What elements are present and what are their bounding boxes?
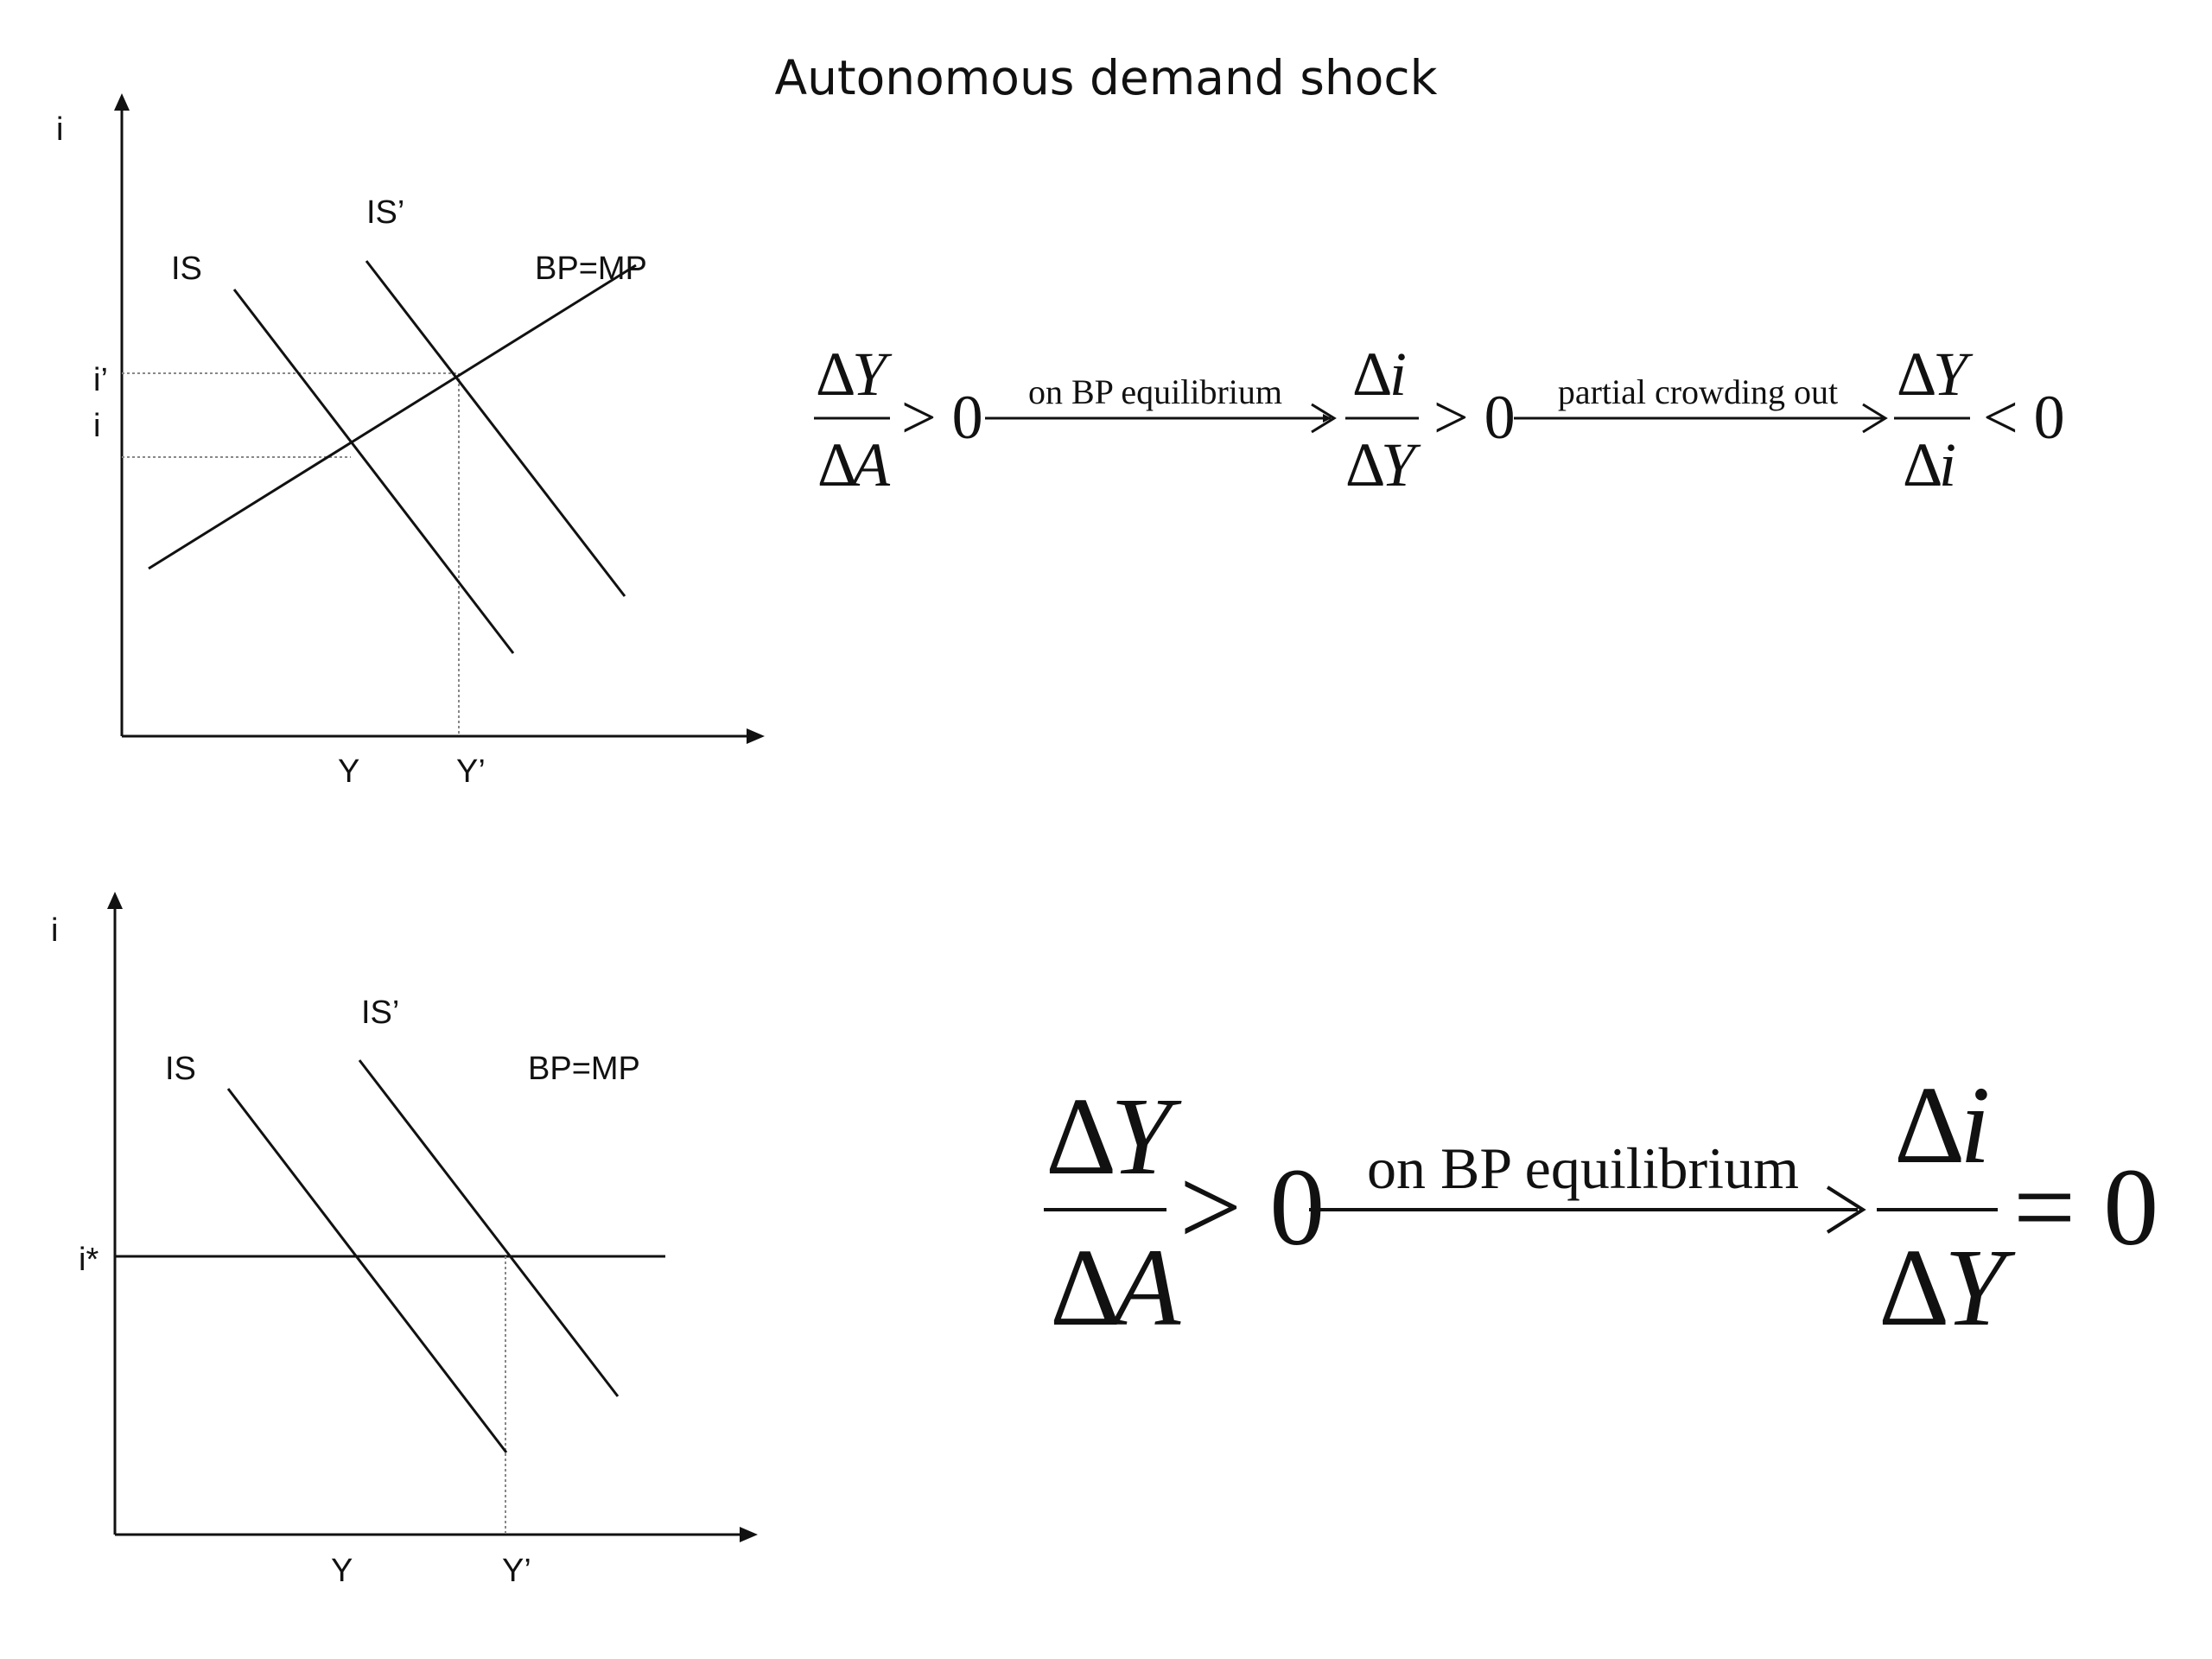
bottom-frac1-num: Y [1110,1075,1182,1198]
top-frac3-den: i [1939,430,1956,499]
top-arrow1-label: on BP equilibrium [1028,372,1282,411]
top-y-axis-label: i [56,111,63,148]
top-arrow1-head-icon [1311,403,1337,434]
top-diagram: i IS IS’ BP=MP i’ i Y Y’ [56,93,765,790]
top-bp-mp-curve [148,264,637,570]
top-y-axis-arrow-icon [114,93,130,111]
bottom-rel2: = 0 [2013,1146,2158,1268]
top-frac-di-dy: Δ i Δ Y [1345,340,1421,499]
bottom-y-axis-label: i [51,912,58,949]
top-is-label: IS [171,251,202,287]
top-is-curve [232,289,515,654]
bottom-is-curve [226,1088,508,1453]
top-y-tick-i: i [93,408,100,444]
top-x-tick-y-prime: Y’ [456,753,486,790]
top-x-axis-arrow-icon [747,728,765,744]
top-is-shifted-curve [365,260,626,597]
bottom-is-label: IS [165,1051,196,1087]
top-is-shifted-label: IS’ [366,194,404,231]
bottom-frac2-den-delta: Δ [1878,1226,1949,1349]
top-frac3-num-delta: Δ [1897,340,1936,409]
top-bp-mp-label: BP=MP [535,251,647,287]
bottom-is-shifted-curve [358,1059,620,1397]
bottom-x-tick-y: Y [331,1553,353,1589]
top-frac1-num-delta: Δ [816,340,855,409]
top-frac2-num-delta: Δ [1352,340,1392,409]
bottom-arrow1-label: on BP equilibrium [1367,1135,1799,1201]
bottom-frac2-num: i [1960,1064,1991,1186]
top-frac-dy-da: Δ Y Δ A [814,340,893,499]
top-frac1-den-delta: Δ [817,430,857,499]
top-frac1-den: A [849,430,891,499]
bottom-frac2-den: Y [1944,1226,2016,1349]
bottom-rel1: > 0 [1179,1146,1325,1268]
bottom-frac-di-dy: Δ i Δ Y [1877,1064,2016,1349]
top-frac2-den: Y [1381,430,1421,499]
top-frac3-num: Y [1933,340,1974,409]
top-equation: Δ Y Δ A > 0 on BP equilibrium Δ i Δ Y > … [814,340,2065,499]
top-arrow2-label: partial crowding out [1558,372,1838,411]
bottom-y-axis-arrow-icon [107,892,123,909]
bottom-arrow1-head-icon [1826,1185,1866,1234]
top-rel1: > 0 [901,383,983,452]
top-frac2-num: i [1389,340,1407,409]
bottom-equation: Δ Y Δ A > 0 on BP equilibrium Δ i Δ Y = … [1044,1064,2158,1349]
bottom-frac2-num-delta: Δ [1894,1064,1965,1186]
bottom-y-tick-i-star: i* [79,1242,99,1278]
bottom-x-axis-arrow-icon [740,1527,758,1542]
bottom-is-shifted-label: IS’ [361,995,399,1031]
bottom-frac1-den: A [1107,1226,1181,1349]
top-frac1-num: Y [852,340,893,409]
top-rel2: > 0 [1433,383,1516,452]
top-frac3-den-delta: Δ [1903,430,1942,499]
top-frac-dy-di: Δ Y Δ i [1894,340,1974,499]
bottom-frac1-den-delta: Δ [1050,1226,1121,1349]
top-y-tick-i-prime: i’ [93,362,108,398]
bottom-diagram: i IS IS’ BP=MP i* Y Y’ [51,892,758,1589]
top-frac2-den-delta: Δ [1345,430,1385,499]
top-rel3: < 0 [1983,383,2065,452]
bottom-bp-mp-label: BP=MP [528,1051,640,1087]
bottom-frac-dy-da: Δ Y Δ A [1044,1075,1182,1349]
bottom-x-tick-y-prime: Y’ [502,1553,531,1589]
top-arrow2-head-icon [1862,403,1888,434]
top-x-tick-y: Y [338,753,359,790]
slide-title: Autonomous demand shock [774,50,1438,105]
bottom-frac1-num-delta: Δ [1046,1075,1116,1198]
